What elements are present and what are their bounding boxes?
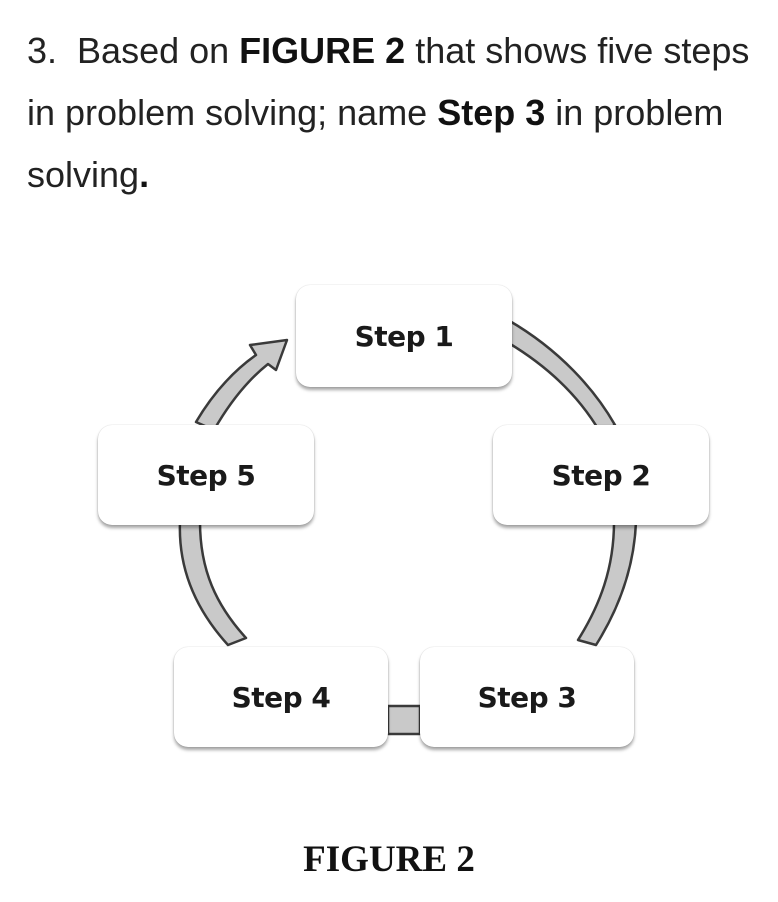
problem-solving-cycle-diagram: Step 1 Step 2 Step 3 Step 4 Step 5 (0, 260, 778, 760)
figure-reference: FIGURE 2 (239, 30, 406, 71)
figure-caption: FIGURE 2 (303, 839, 475, 880)
question-text: 3. Based on FIGURE 2 that shows five ste… (27, 20, 762, 206)
step-5-box: Step 5 (98, 425, 314, 525)
arrow-step2-to-step3 (576, 520, 638, 647)
step-4-label: Step 4 (231, 680, 331, 714)
question-end-mark: . (139, 154, 150, 195)
step-1-label: Step 1 (354, 319, 454, 353)
arrow-step4-to-step5 (178, 520, 248, 647)
step-2-box: Step 2 (493, 425, 709, 525)
question-text-part-2: that shows five steps in problem solving… (27, 30, 750, 133)
step-1-box: Step 1 (296, 285, 512, 387)
question-text-part-3: in problem solving (27, 92, 724, 195)
step-3-label: Step 3 (477, 680, 577, 714)
arrow-step1-to-step2 (498, 318, 617, 434)
step-3-reference: Step 3 (437, 92, 546, 133)
question-number: 3. (27, 30, 58, 71)
step-2-label: Step 2 (551, 458, 651, 492)
arrow-step5-to-step1 (194, 338, 289, 432)
step-5-label: Step 5 (156, 458, 256, 492)
step-4-box: Step 4 (174, 647, 388, 747)
question-text-part-1: Based on (77, 30, 240, 71)
step-3-box: Step 3 (420, 647, 634, 747)
arrow-step3-to-step4 (386, 704, 422, 736)
